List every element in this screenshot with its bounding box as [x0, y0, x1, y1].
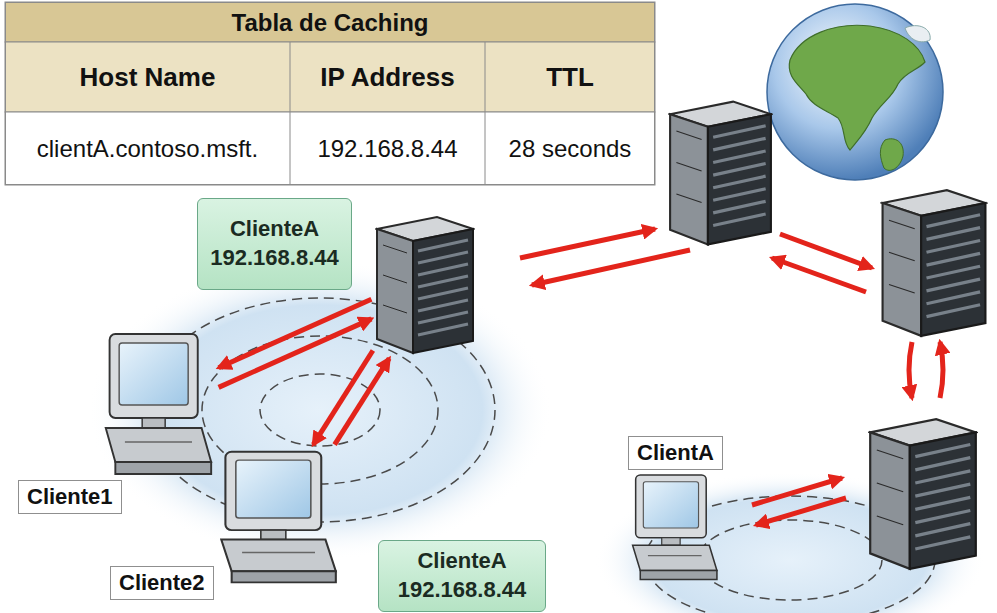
computer-label: Cliente2: [110, 566, 214, 600]
table-cell: 192.168.8.44: [290, 112, 485, 185]
computer-icon: [628, 472, 720, 584]
ip-address: 192.168.8.44: [398, 576, 526, 605]
table-cell: 28 seconds: [485, 112, 655, 185]
computer-label: ClientA: [628, 436, 723, 470]
cache-entry-box: ClienteA192.168.8.44: [378, 540, 546, 612]
dns-query-arrows: [520, 229, 943, 525]
query-arrow: [219, 299, 372, 368]
client-computer: Cliente1: [100, 330, 215, 480]
client-computer: ClientA: [628, 472, 720, 584]
computer-name: ClientA: [637, 439, 714, 467]
cache-table-grid: [5, 2, 655, 185]
computer-icon: [100, 330, 215, 480]
computer-label: Cliente1: [18, 480, 122, 514]
internet-servers: [670, 102, 985, 569]
table-title: Tabla de Caching: [6, 3, 654, 43]
table-header: Host Name: [5, 42, 290, 112]
computer-name: Cliente2: [119, 569, 205, 597]
cache-entry-box: ClienteA192.168.8.44: [197, 198, 352, 290]
ip-address: 192.168.8.44: [210, 244, 338, 273]
query-arrow: [313, 351, 373, 445]
table-header: IP Address: [290, 42, 485, 112]
client-computer: Cliente2: [215, 448, 340, 588]
globe: [767, 4, 943, 180]
table-header: TTL: [485, 42, 655, 112]
host-name: ClienteA: [230, 215, 319, 244]
computer-name: Cliente1: [27, 483, 113, 511]
dns-server: ClienteA192.168.8.44: [375, 215, 475, 355]
computer-icon: [215, 448, 340, 588]
server-icon: [375, 215, 475, 355]
query-arrow: [219, 319, 372, 388]
host-name: ClienteA: [417, 547, 506, 576]
table-cell: clientA.contoso.msft.: [5, 112, 290, 185]
